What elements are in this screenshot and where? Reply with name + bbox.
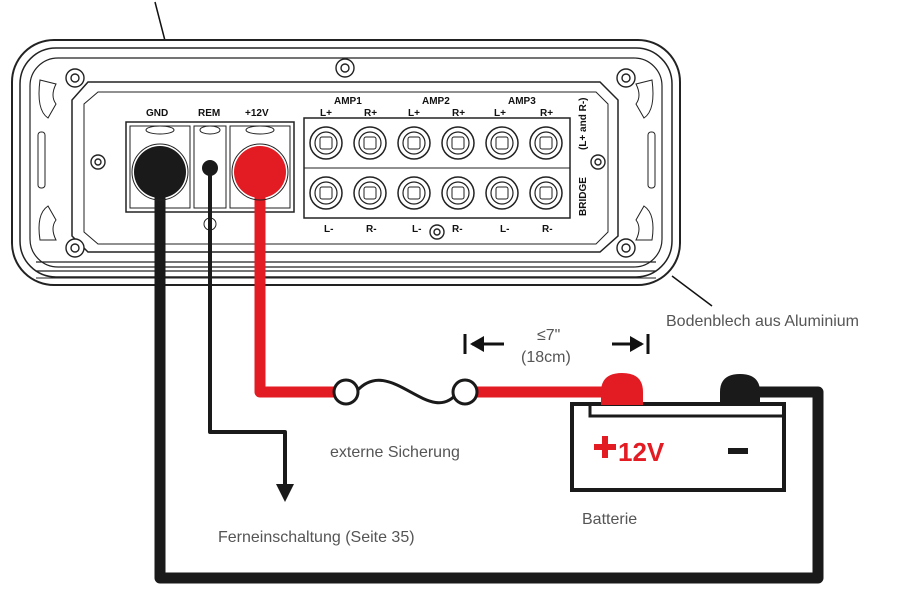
speaker-terminal-ring — [446, 181, 470, 205]
plus12v-cable-end — [234, 146, 286, 198]
amp1-rplus: R+ — [364, 108, 377, 119]
screw-icons — [65, 58, 636, 258]
distance-marker — [463, 334, 650, 354]
amp2-label: AMP2 — [422, 96, 450, 107]
amp2-rplus: R+ — [452, 108, 465, 119]
bridge-note: (L+ and R-) — [578, 98, 589, 151]
speaker-terminal-ring — [314, 131, 338, 155]
remote-label: Ferneinschaltung (Seite 35) — [218, 529, 415, 546]
battery-minus-icon — [728, 448, 748, 454]
base-plate-label: Bodenblech aus Aluminium — [666, 313, 859, 330]
speaker-terminal-ring — [446, 131, 470, 155]
speaker-terminal-square — [451, 186, 465, 200]
speaker-terminal-ring — [358, 131, 382, 155]
speaker-terminal-square — [363, 186, 377, 200]
speaker-terminal-ring — [490, 181, 514, 205]
amp1-lplus: L+ — [320, 108, 332, 119]
amp1-label: AMP1 — [334, 96, 362, 107]
amp3-lplus: L+ — [494, 108, 506, 119]
speaker-terminal-block — [303, 117, 571, 219]
speaker-terminal-ring — [402, 131, 426, 155]
amp3-rplus: R+ — [540, 108, 553, 119]
battery — [570, 372, 786, 492]
speaker-terminals — [309, 126, 563, 210]
speaker-terminal-square — [539, 136, 553, 150]
speaker-terminal-square — [363, 136, 377, 150]
amp2-lplus: L+ — [408, 108, 420, 119]
fuse-icon — [332, 378, 479, 406]
terminal-gnd-label: GND — [146, 108, 168, 119]
positive-wire-amp-side — [254, 176, 336, 398]
amp1-lminus: L- — [324, 224, 333, 235]
speaker-terminal-ring — [490, 131, 514, 155]
distance-max-label: ≤7" — [537, 327, 560, 344]
base-plate-pointer — [671, 275, 713, 307]
terminal-rem-label: REM — [198, 108, 220, 119]
speaker-terminal-ring — [534, 131, 558, 155]
battery-positive-label: 12V — [618, 437, 665, 467]
speaker-terminal-square — [539, 186, 553, 200]
remote-wire — [208, 168, 287, 488]
rem-cable-end — [202, 160, 218, 176]
battery-plus-icon — [594, 436, 616, 458]
speaker-terminal-square — [407, 186, 421, 200]
distance-metric-label: (18cm) — [521, 349, 571, 366]
speaker-terminal-square — [319, 186, 333, 200]
battery-label: Batterie — [582, 511, 637, 528]
speaker-terminal-ring — [402, 181, 426, 205]
fuse-label: externe Sicherung — [330, 444, 460, 461]
amp2-rminus: R- — [452, 224, 463, 235]
bridge-label: BRIDGE — [578, 177, 589, 216]
amp3-lminus: L- — [500, 224, 509, 235]
gnd-cable-end — [134, 146, 186, 198]
speaker-terminal-square — [495, 186, 509, 200]
speaker-terminal-square — [407, 136, 421, 150]
remote-arrow-icon — [276, 484, 294, 502]
amp3-rminus: R- — [542, 224, 553, 235]
ground-wire — [154, 180, 824, 584]
amp2-lminus: L- — [412, 224, 421, 235]
speaker-terminal-square — [495, 136, 509, 150]
speaker-terminal-square — [451, 136, 465, 150]
speaker-terminal-ring — [534, 181, 558, 205]
amp1-rminus: R- — [366, 224, 377, 235]
amp3-label: AMP3 — [508, 96, 536, 107]
terminal-12v-label: +12V — [245, 108, 269, 119]
speaker-terminal-ring — [314, 181, 338, 205]
speaker-terminal-ring — [358, 181, 382, 205]
speaker-terminal-square — [319, 136, 333, 150]
